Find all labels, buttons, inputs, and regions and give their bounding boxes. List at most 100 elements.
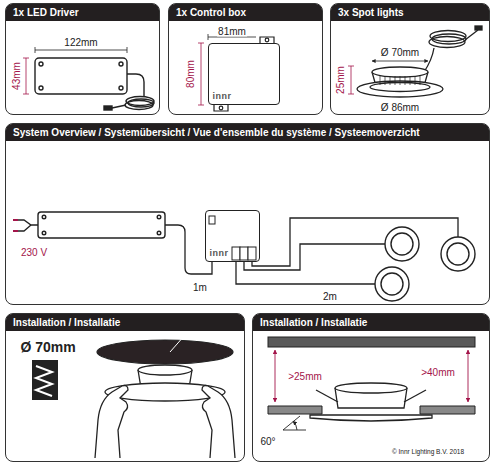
angle-arc: [293, 421, 297, 430]
spot-light-figure: [475, 26, 482, 30]
cooling-fins: [415, 76, 416, 85]
angle-arc: [283, 416, 300, 430]
cooling-fins: [385, 76, 386, 85]
dimension-line: [198, 105, 204, 106]
angle-arc: [283, 416, 306, 430]
dimension-label: 81mm: [217, 26, 247, 37]
mains-wire-ends: [13, 230, 18, 232]
control-box-ears: [265, 38, 269, 42]
dimension-line: [201, 43, 202, 105]
dimension-label: 122mm: [63, 37, 98, 48]
spot-light-figure: [138, 365, 192, 375]
control-box-ears: [219, 106, 223, 110]
dimension-line: [372, 61, 428, 62]
spot-light-symbol: [381, 273, 403, 295]
brand-logo: innr: [206, 248, 233, 261]
led-driver-figure: [112, 105, 126, 108]
control-box: innr: [208, 43, 280, 105]
dimension-line: [127, 47, 128, 53]
copyright-note: © Innr Lighting B.V. 2018: [391, 448, 465, 456]
terminal-block: [232, 247, 240, 260]
section-header: 3x Spot lights: [331, 4, 489, 21]
cooling-fins: [395, 76, 396, 85]
ceiling-hole: [97, 335, 233, 364]
dimension-line: [35, 47, 36, 53]
dimension-line: [348, 94, 354, 95]
dimension-label: Ø 86mm: [380, 102, 420, 113]
section-header: 1x LED Driver: [6, 4, 159, 21]
dimension-line: [348, 66, 354, 67]
dimension-line: [35, 47, 127, 53]
dimension-line: [26, 58, 27, 94]
hole-size: Ø 70mm: [19, 340, 76, 355]
control-box-ears: [214, 105, 228, 111]
section-panel: Installation / Installatie: [252, 313, 490, 462]
spot-light-figure: [310, 383, 432, 421]
dimension-label: Ø 70mm: [380, 47, 420, 58]
led-driver-figure: [157, 215, 161, 219]
mains-wire: [18, 220, 38, 231]
cooling-fins: [420, 76, 421, 85]
spot-light-symbol: [375, 227, 475, 301]
hole-saw-icon: [32, 360, 58, 400]
mains-wire-ends: [13, 219, 18, 221]
cable: [252, 218, 458, 266]
led-driver-figure: [42, 231, 46, 235]
dimension-line: [23, 58, 29, 94]
terminal-block: [209, 216, 215, 224]
cable-length: 1m: [192, 282, 208, 293]
dimension-line: [275, 350, 276, 402]
cable-length: 2m: [322, 291, 338, 302]
mains-wire: [18, 225, 31, 231]
ceiling-slab: [268, 337, 475, 347]
cooling-fins: [400, 76, 401, 85]
section-panel: 1x LED Driver: [5, 3, 160, 115]
brand-logo: innr: [209, 91, 236, 104]
dimension-line: [351, 66, 352, 94]
cable: [236, 262, 375, 284]
dimension-label: 43mm: [11, 61, 22, 91]
led-driver-figure: [39, 86, 43, 90]
spot-light-symbol: [391, 233, 413, 255]
mains-wire-ends: [13, 220, 18, 231]
dimension-line: [208, 37, 256, 38]
ceiling-board: [268, 406, 322, 414]
voltage-label: 230 V: [20, 247, 48, 258]
hole-saw-icon: [32, 360, 58, 400]
spot-light-symbol: [447, 243, 469, 265]
depth-label: >25mm: [287, 371, 323, 382]
spot-light-figure: [316, 390, 338, 402]
dimension-line: [348, 66, 354, 94]
section-header: Installation / Installatie: [253, 314, 489, 331]
led-driver-figure: [127, 74, 144, 96]
spot-light-figure: [335, 383, 407, 393]
dimension-line: [23, 58, 29, 59]
angle-arc: [283, 430, 306, 431]
led-driver-figure: [125, 101, 153, 110]
led-driver-figure: [119, 62, 123, 66]
led-driver-figure: [35, 58, 127, 94]
cooling-fins: [405, 76, 406, 85]
mains-wire: [18, 220, 38, 225]
cooling-fins: [410, 76, 411, 85]
led-driver-figure: [157, 231, 161, 235]
section-header: 1x Control box: [169, 4, 322, 21]
led-driver-figure: [39, 62, 43, 66]
angle-label: 60°: [259, 436, 276, 447]
spot-light-figure: [465, 30, 478, 40]
dimension-label: 25mm: [335, 65, 346, 95]
control-box: innr: [205, 210, 260, 262]
cable: [165, 218, 458, 284]
depth-label: >40mm: [420, 367, 456, 378]
led-driver-figure: [35, 58, 154, 110]
cooling-fins: [380, 76, 420, 85]
led-driver-figure: [104, 106, 112, 110]
terminal-block: [240, 247, 248, 260]
ceiling-hole: [170, 335, 185, 352]
hands-figure: [202, 386, 235, 459]
dimension-line: [198, 43, 204, 105]
dimension-label: 80mm: [185, 59, 196, 89]
terminal-block: [248, 247, 256, 260]
led-driver-figure: [38, 212, 165, 238]
